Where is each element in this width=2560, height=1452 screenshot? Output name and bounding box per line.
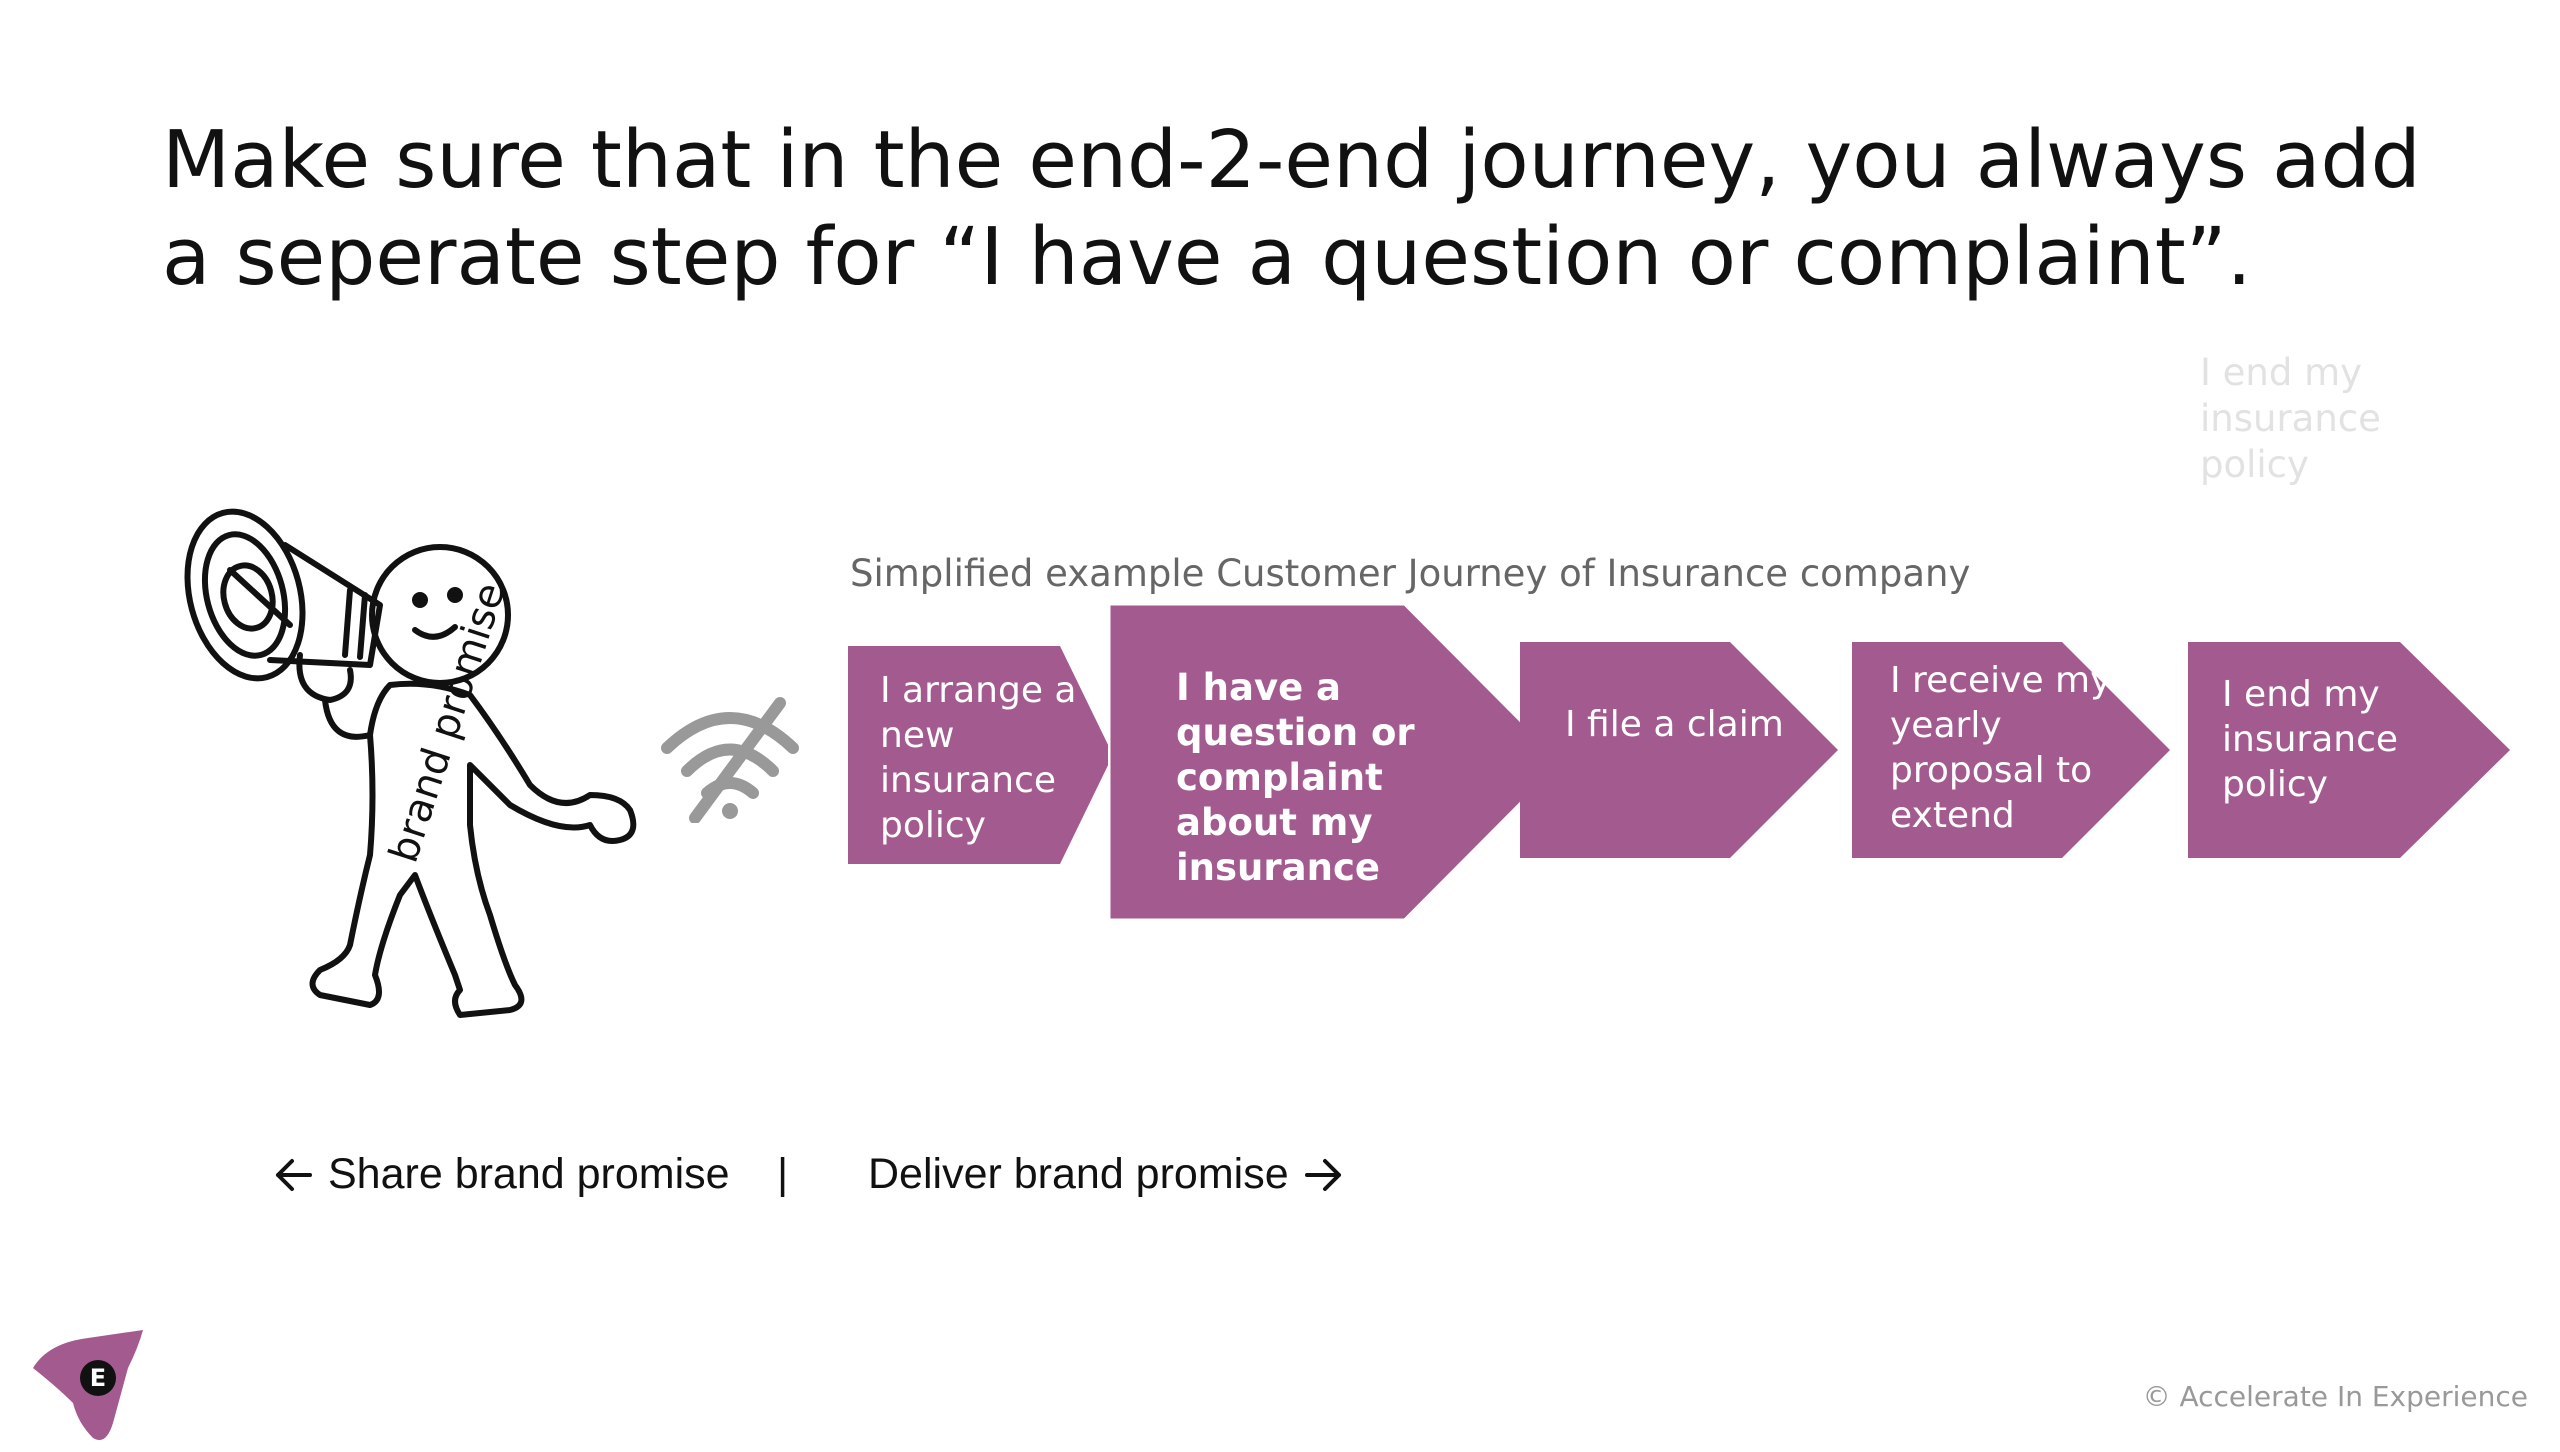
journey-step-label: I file a claim [1565, 704, 1784, 745]
separator: | [777, 1150, 789, 1198]
journey-step-2[interactable]: I have a question or complaint about my … [1108, 603, 1563, 921]
ghost-text: I end my insurance policy [2200, 351, 2381, 486]
journey-step-label: I have a question or complaint about my … [1176, 666, 1415, 889]
journey-step-label: I arrange a new insurance policy [880, 670, 1077, 846]
journey-step-1[interactable]: I arrange a new insurance policy [848, 646, 1113, 864]
journey-step-4[interactable]: I receive my yearly proposal to extend [1852, 642, 2170, 858]
journey-step-5[interactable]: I end my insurance policy [2188, 642, 2510, 858]
page-title: Make sure that in the end-2-end journey,… [162, 114, 2421, 303]
copyright-text: © Accelerate In Experience [2142, 1380, 2528, 1413]
journey-step-label: I receive my yearly proposal to extend [1890, 660, 2112, 836]
megaphone-person-icon: brand promise [170, 495, 650, 1039]
arrow-right-icon [1304, 1158, 1341, 1191]
no-signal-icon [655, 693, 805, 827]
journey-subtitle: Simplified example Customer Journey of I… [850, 552, 1971, 595]
share-label: Share brand promise [328, 1150, 730, 1198]
journey-step-3[interactable]: I file a claim [1520, 642, 1838, 858]
deliver-label: Deliver brand promise [868, 1150, 1289, 1198]
logo-e-icon: E [28, 1328, 148, 1452]
journey-step-label: I end my insurance policy [2222, 674, 2399, 805]
deliver-brand-promise: Deliver brand promise [868, 1150, 1345, 1199]
share-brand-promise: Share brand promise [272, 1150, 730, 1199]
svg-text:E: E [90, 1364, 106, 1392]
arrow-left-icon [276, 1158, 312, 1191]
body-text: brand promise [381, 577, 515, 868]
